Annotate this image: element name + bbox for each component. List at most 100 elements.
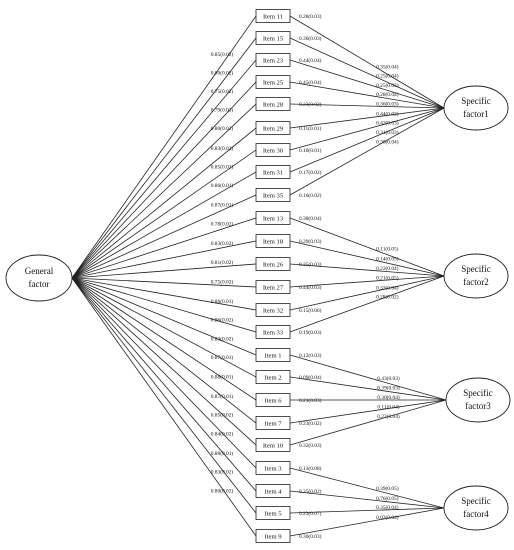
item-label-6: Item 6 <box>264 398 282 405</box>
general-loading-path-item-4 <box>71 277 257 492</box>
item-label-28: Item 28 <box>263 102 284 109</box>
general-loading-path-item-30 <box>71 149 257 279</box>
general-loading-path-item-10 <box>71 277 257 446</box>
general-loading-label-item-27: 0.75(0.02) <box>211 279 234 286</box>
item-box-28 <box>255 97 291 111</box>
general-loading-path-item-18 <box>71 240 257 279</box>
general-loading-label-item-6: 0.88(0.01) <box>211 373 234 380</box>
error-variance-label-item-25: 0.45(0.04) <box>299 79 322 86</box>
specific-loading-path-item-32 <box>289 275 445 311</box>
item-label-2: Item 2 <box>264 375 281 382</box>
item-label-10: Item 10 <box>263 443 284 450</box>
specific-factor1-label-line2: factor1 <box>463 109 488 119</box>
specific-factor1-ellipse <box>443 85 509 131</box>
item-label-5: Item 5 <box>264 511 282 518</box>
general-loading-path-item-32 <box>71 277 257 311</box>
general-loading-path-item-6 <box>71 277 257 401</box>
general-loading-path-item-2 <box>71 277 257 378</box>
item-box-33 <box>255 325 291 339</box>
path-edges <box>71 15 447 537</box>
item-label-9: Item 9 <box>264 534 282 541</box>
general-loading-path-item-3 <box>71 277 257 469</box>
specific-factor2-label-line1: Specific <box>461 264 491 274</box>
specific-loading-label-item-26: 0.22(0.04) <box>376 265 399 272</box>
item-label-35: Item 35 <box>263 193 284 200</box>
item-box-15 <box>255 31 291 45</box>
item-label-15: Item 15 <box>263 36 284 43</box>
specific-loading-label-item-29: 0.44(0.03) <box>376 110 399 117</box>
general-loading-label-item-7: 0.87(0.01) <box>211 393 234 400</box>
general-loading-path-item-35 <box>71 194 257 279</box>
specific-factor4-ellipse <box>443 485 509 531</box>
item-box-26 <box>255 257 291 271</box>
specific-loading-path-item-30 <box>289 107 445 151</box>
error-variance-label-item-3: 0.13(0.08) <box>299 465 322 472</box>
specific-loading-label-item-2: 0.39(0.03) <box>377 384 400 391</box>
item-box-10 <box>255 438 291 452</box>
specific-loading-path-item-35 <box>289 107 445 196</box>
item-box-7 <box>255 416 291 430</box>
item-box-29 <box>255 121 291 135</box>
general-loading-path-item-31 <box>71 171 257 279</box>
general-factor-ellipse <box>5 254 73 302</box>
specific-loading-label-item-3: 0.39(0.05) <box>376 485 399 492</box>
item-label-13: Item 13 <box>263 216 284 223</box>
item-label-29: Item 29 <box>263 126 284 133</box>
error-variance-label-item-29: 0.11(0.01) <box>299 125 321 132</box>
general-loading-label-item-5: 0.83(0.02) <box>211 468 234 475</box>
item-label-4: Item 4 <box>264 489 282 496</box>
general-loading-path-item-23 <box>71 59 257 279</box>
error-variance-label-item-28: 0.23(0.02) <box>299 101 322 108</box>
item-box-9 <box>255 529 291 543</box>
specific-loading-label-item-9: 0.02(0.04) <box>376 514 399 521</box>
item-box-6 <box>255 393 291 407</box>
error-variance-label-item-32: 0.15(0.06) <box>299 307 322 314</box>
specific-loading-label-item-35: 0.30(0.04) <box>376 139 399 146</box>
specific-loading-path-item-33 <box>289 275 445 333</box>
specific-factor3-node: Specific factor3 <box>445 377 511 423</box>
error-variance-label-item-5: 0.23(0.07) <box>299 510 322 517</box>
specific-factor2-ellipse <box>443 253 509 299</box>
specific-loading-path-item-7 <box>289 399 447 424</box>
item-label-25: Item 25 <box>263 80 284 87</box>
item-box-11 <box>255 9 291 23</box>
general-loading-label-item-18: 0.83(0.02) <box>211 240 234 247</box>
general-loading-label-item-13: 0.78(0.02) <box>211 221 234 228</box>
item-box-35 <box>255 188 291 202</box>
item-label-26: Item 26 <box>263 262 284 269</box>
specific-loading-label-item-10: 0.22(0.04) <box>377 413 400 420</box>
item-label-32: Item 32 <box>263 308 283 315</box>
specific-loading-path-item-31 <box>289 107 445 173</box>
specific-loading-path-item-25 <box>289 81 445 109</box>
specific-loading-label-item-4: 0.76(0.05) <box>376 495 399 502</box>
general-loading-label-item-29: 0.83(0.02) <box>211 145 234 152</box>
item-box-23 <box>255 53 291 67</box>
specific-loading-path-item-2 <box>289 376 447 401</box>
specific-factor3-label-line2: factor3 <box>465 401 491 411</box>
general-loading-path-item-13 <box>71 217 257 279</box>
specific-loading-path-item-13 <box>289 217 445 277</box>
specific-loading-path-item-26 <box>289 263 445 277</box>
specific-factor1-node: Specific factor1 <box>443 85 509 131</box>
specific-factor2-node: Specific factor2 <box>443 253 509 299</box>
specific-loading-path-item-5 <box>289 507 445 514</box>
specific-loading-path-item-11 <box>289 15 445 109</box>
general-loading-label-item-33: 0.86(0.02) <box>211 316 234 323</box>
specific-loading-label-item-18: 0.14(0.05) <box>376 255 399 262</box>
error-variance-label-item-6: 0.21(0.03) <box>299 397 322 404</box>
item-label-3: Item 3 <box>264 466 282 473</box>
item-label-30: Item 30 <box>263 148 284 155</box>
error-variance-label-item-4: 0.25(0.02) <box>299 488 322 495</box>
general-factor-label-line2: factor <box>29 279 50 289</box>
item-box-18 <box>255 234 291 248</box>
error-variance-label-item-1: 0.12(0.03) <box>299 352 322 359</box>
item-label-31: Item 31 <box>263 170 283 177</box>
specific-factor1-label-line1: Specific <box>461 96 491 106</box>
path-nodes: General factor Specific factor1 Specific… <box>5 9 511 543</box>
error-variance-label-item-18: 0.29(0.03) <box>299 238 322 245</box>
specific-loading-path-item-9 <box>289 507 445 537</box>
item-box-2 <box>255 370 291 384</box>
specific-loading-path-item-27 <box>289 275 445 288</box>
general-loading-path-item-29 <box>71 127 257 279</box>
